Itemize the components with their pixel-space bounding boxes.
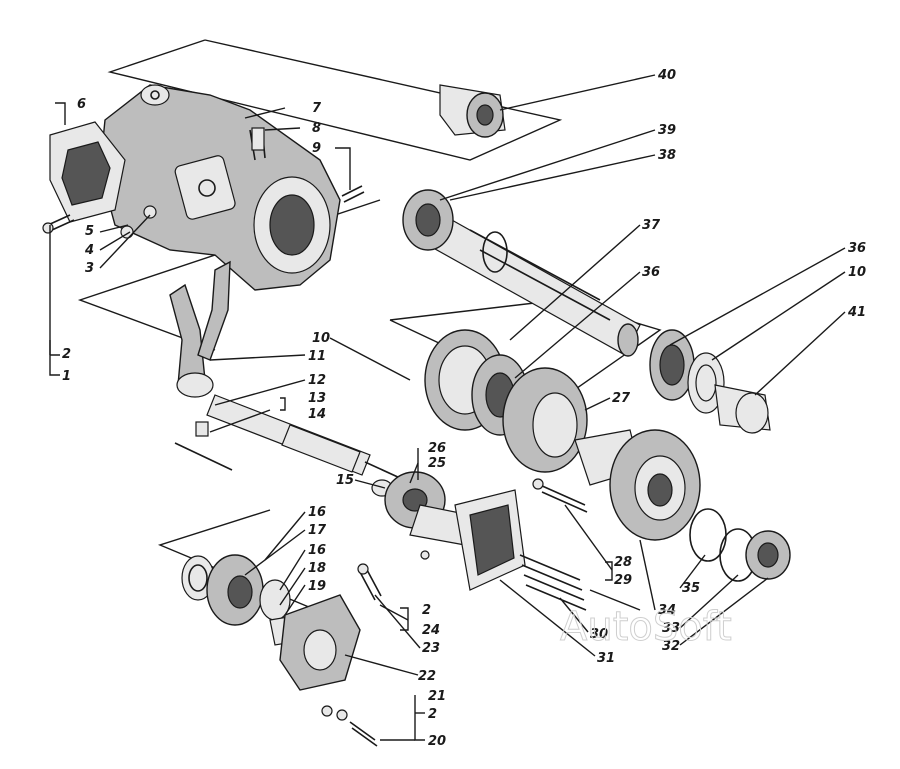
callout-labels: 1 2 3 4 5 6 7 8 9 10 11 12 13 14 15 16 1… xyxy=(62,68,866,749)
callout-35: 35 xyxy=(682,581,700,596)
callout-15: 15 xyxy=(336,473,354,488)
watermark: AutoSoft xyxy=(560,604,732,650)
callout-2: 2 xyxy=(62,347,71,362)
callout-10-left: 10 xyxy=(312,331,330,346)
callout-41: 41 xyxy=(847,305,866,320)
callout-4: 4 xyxy=(84,243,94,258)
callout-19: 19 xyxy=(308,579,326,594)
cover-plate-lower xyxy=(454,489,526,591)
callout-36-right: 36 xyxy=(848,241,866,256)
idler-gear xyxy=(384,471,471,546)
output-flange xyxy=(574,429,791,582)
breather-and-bolt xyxy=(251,127,365,203)
lower-bolts xyxy=(321,550,430,747)
cover-plate xyxy=(49,121,126,223)
callout-10-right: 10 xyxy=(848,265,866,280)
spline-gear xyxy=(439,84,506,138)
callout-37: 37 xyxy=(642,218,661,233)
callout-26: 26 xyxy=(428,441,446,456)
callout-40: 40 xyxy=(657,68,676,83)
flange-bolt xyxy=(532,478,588,513)
callout-16-top: 16 xyxy=(308,505,326,520)
callout-24: 24 xyxy=(422,623,440,638)
callout-33: 33 xyxy=(662,621,680,636)
callout-3: 3 xyxy=(85,261,94,276)
callout-39: 39 xyxy=(658,123,676,138)
callout-7: 7 xyxy=(312,101,322,116)
transfer-case-housing xyxy=(99,84,341,291)
right-bearing-set xyxy=(649,329,771,434)
callout-13: 13 xyxy=(308,391,326,406)
callout-34: 34 xyxy=(658,603,676,618)
callout-2-mid: 2 xyxy=(422,603,431,618)
main-shaft xyxy=(402,189,641,357)
callout-27: 27 xyxy=(612,391,631,406)
callout-25: 25 xyxy=(428,456,446,471)
callout-31: 31 xyxy=(597,651,615,666)
callout-28: 28 xyxy=(614,555,632,570)
callout-32: 32 xyxy=(662,639,680,654)
callout-16-lower: 16 xyxy=(308,543,326,558)
callout-8: 8 xyxy=(312,121,321,136)
callout-20: 20 xyxy=(428,734,446,749)
callout-38: 38 xyxy=(658,148,676,163)
middle-gear-stack xyxy=(424,329,588,473)
callout-12: 12 xyxy=(308,373,326,388)
callout-29: 29 xyxy=(614,573,632,588)
callout-11: 11 xyxy=(308,349,326,364)
callout-5: 5 xyxy=(85,224,94,239)
callout-9: 9 xyxy=(312,141,321,156)
callout-23: 23 xyxy=(422,641,440,656)
callout-17: 17 xyxy=(308,523,327,538)
callout-6: 6 xyxy=(77,97,86,112)
shift-rail xyxy=(174,394,401,497)
callout-14: 14 xyxy=(308,407,326,422)
shift-fork xyxy=(169,260,231,398)
callout-22: 22 xyxy=(418,669,436,684)
callout-1: 1 xyxy=(62,369,71,384)
callout-30: 30 xyxy=(590,627,608,642)
coil-spring xyxy=(519,554,587,611)
leader-lines xyxy=(49,74,846,741)
callout-36-mid: 36 xyxy=(642,265,660,280)
callout-18: 18 xyxy=(308,561,326,576)
lower-left-bearing-group xyxy=(181,554,361,691)
callout-21: 21 xyxy=(428,689,446,704)
callout-2-bottom: 2 xyxy=(428,707,437,722)
